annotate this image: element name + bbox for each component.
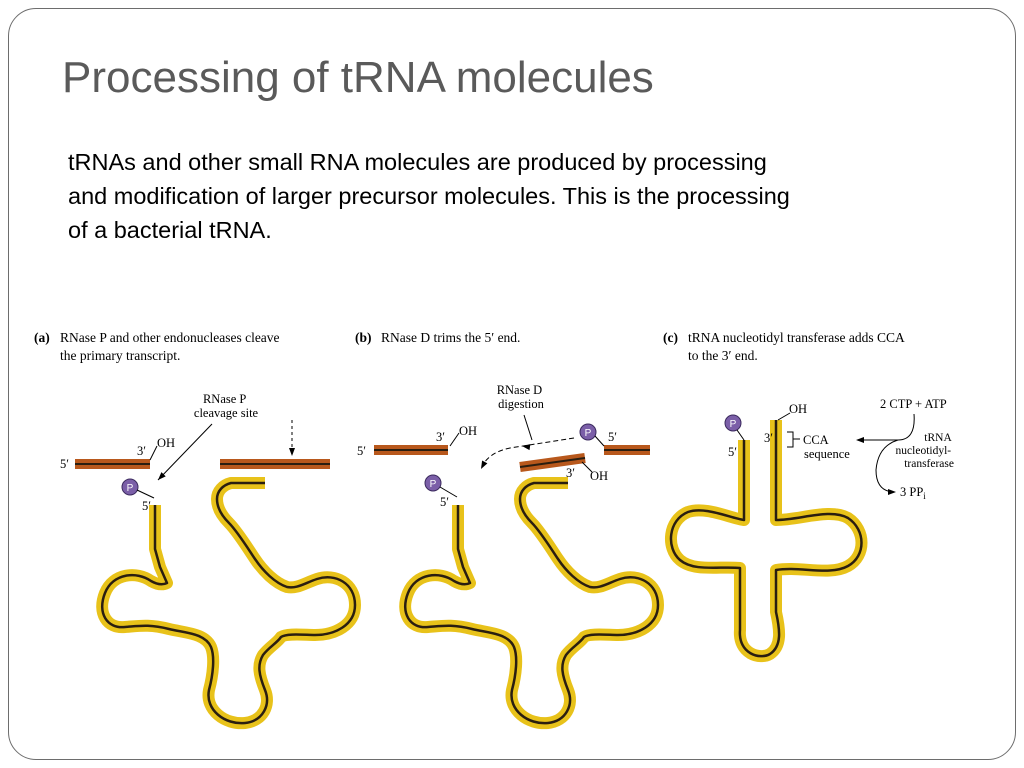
end-5-label: 5′: [440, 495, 449, 509]
hydroxyl-label: OH: [789, 402, 807, 416]
trna-a-cloverleaf: [102, 483, 355, 723]
panel-c-caption: (c) tRNA nucleotidyl transferase adds CC…: [663, 330, 907, 363]
panel-a-caption: (a) RNase P and other endonucleases clea…: [34, 330, 283, 363]
end-5-label: 5′: [142, 499, 151, 513]
trna-c-cloverleaf: [665, 440, 868, 663]
panel-c-caption-line: to the 3′ end.: [688, 348, 758, 363]
end-5-label: 5′: [60, 457, 69, 471]
phosphate-label: P: [730, 419, 737, 430]
reaction-input-arrow: [858, 413, 915, 441]
panel-a-caption-line: RNase P and other endonucleases cleave: [60, 330, 280, 345]
slide-title: Processing of tRNA molecules: [62, 53, 654, 102]
slide-body-text: tRNAs and other small RNA molecules are …: [68, 145, 968, 247]
panel-c-tag: (c): [663, 330, 678, 345]
end-5-label: 5′: [608, 430, 617, 444]
byproduct-label: 3 PPi: [900, 485, 926, 501]
panel-c: (c) tRNA nucleotidyl transferase adds CC…: [663, 330, 954, 663]
phosphate-icon: [579, 423, 597, 441]
body-line: and modification of larger precursor mol…: [68, 183, 790, 209]
panel-a-caption-line: the primary transcript.: [60, 348, 180, 363]
digestion-label: RNase D digestion: [497, 383, 546, 411]
end-5-label: 5′: [728, 445, 737, 459]
hydroxyl-label: OH: [157, 436, 175, 450]
reaction-output-arrow: [875, 439, 899, 493]
trna-b-cloverleaf: [405, 483, 658, 723]
body-line: of a bacterial tRNA.: [68, 217, 272, 243]
body-line: tRNAs and other small RNA molecules are …: [68, 149, 767, 175]
phosphate-icon: [424, 474, 442, 492]
end-3-label: 3′: [764, 431, 773, 445]
cleavage-pointer: [157, 423, 213, 481]
phosphate-label: P: [585, 428, 592, 439]
panel-a: (a) RNase P and other endonucleases clea…: [34, 330, 355, 723]
end-3-label: 3′: [137, 444, 146, 458]
cca-sequence-label: CCA sequence: [803, 433, 850, 461]
cleavage-site-label: RNase P cleavage site: [194, 392, 259, 420]
cca-bracket: [787, 431, 794, 448]
substrate-label: 2 CTP + ATP: [880, 397, 947, 411]
panel-c-caption-line: tRNA nucleotidyl transferase adds CCA: [688, 330, 905, 345]
phosphate-label: P: [430, 479, 437, 490]
phosphate-icon: [724, 414, 742, 432]
hydroxyl-label: OH: [459, 424, 477, 438]
end-3-label: 3′: [566, 466, 575, 480]
end-5-label: 5′: [357, 444, 366, 458]
hydroxyl-label: OH: [590, 469, 608, 483]
panel-b-caption-line: RNase D trims the 5′ end.: [381, 330, 520, 345]
phosphate-icon: [121, 478, 139, 496]
panel-a-tag: (a): [34, 330, 50, 345]
digestion-direction-arrow: [481, 437, 575, 467]
panel-b-tag: (b): [355, 330, 372, 345]
end-3-label: 3′: [436, 430, 445, 444]
panel-b: (b) RNase D trims the 5′ end. P 5′ 5′ 3′…: [355, 330, 658, 723]
enzyme-label: tRNA nucleotidyl- transferase: [896, 432, 954, 470]
phosphate-label: P: [127, 483, 134, 494]
panel-b-caption: (b) RNase D trims the 5′ end.: [355, 330, 520, 345]
